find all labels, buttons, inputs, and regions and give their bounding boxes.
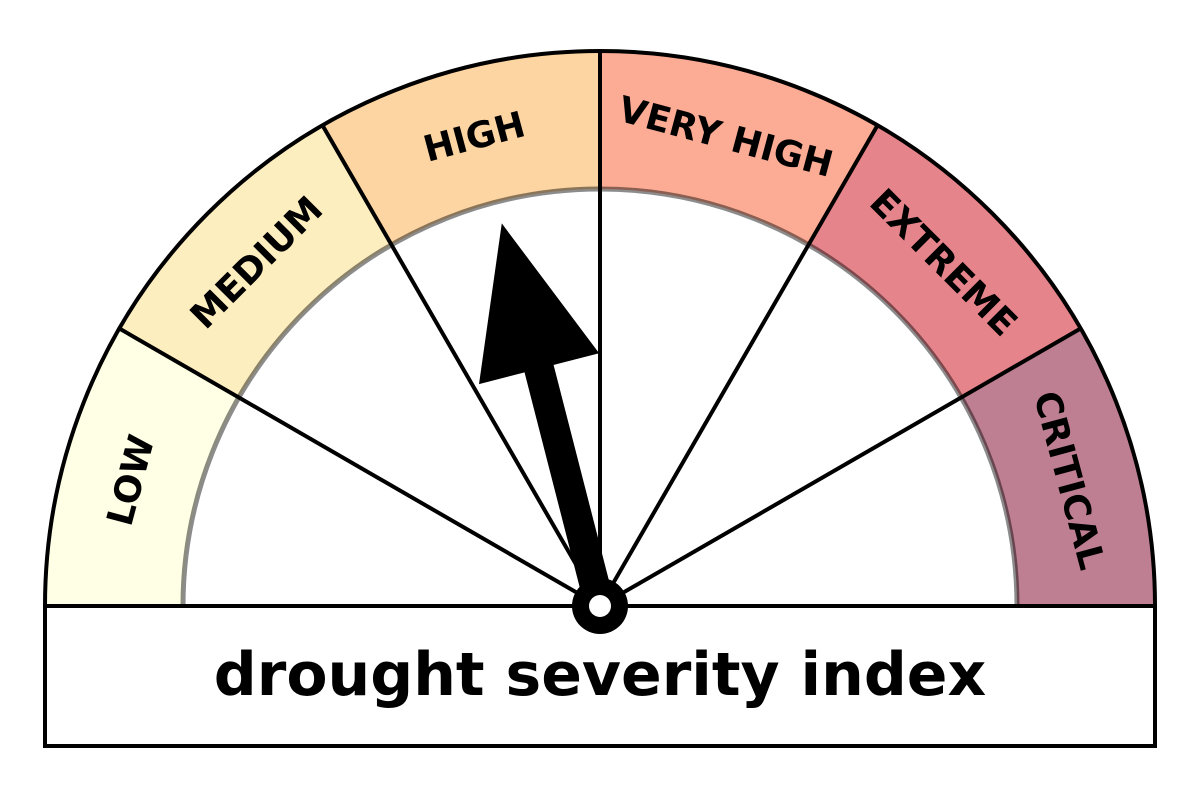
needle-pivot xyxy=(589,595,611,617)
gauge-band-high xyxy=(322,51,600,245)
gauge-divider xyxy=(598,326,1082,608)
needle-shaft xyxy=(524,353,615,621)
gauge-band-low xyxy=(45,328,239,606)
gauge-band-very-high xyxy=(600,51,878,245)
needle-arrowhead xyxy=(479,223,600,385)
gauge-divider xyxy=(118,326,602,608)
gauge-title: drought severity index xyxy=(214,640,986,710)
gauge-needle xyxy=(479,223,628,634)
gauge-band-critical xyxy=(961,328,1155,606)
gauge-divider xyxy=(598,124,880,608)
gauge-band-extreme xyxy=(808,125,1081,398)
gauge-dividers xyxy=(118,51,1082,608)
gauge-band-medium xyxy=(119,125,392,398)
gauge-divider xyxy=(320,124,602,608)
